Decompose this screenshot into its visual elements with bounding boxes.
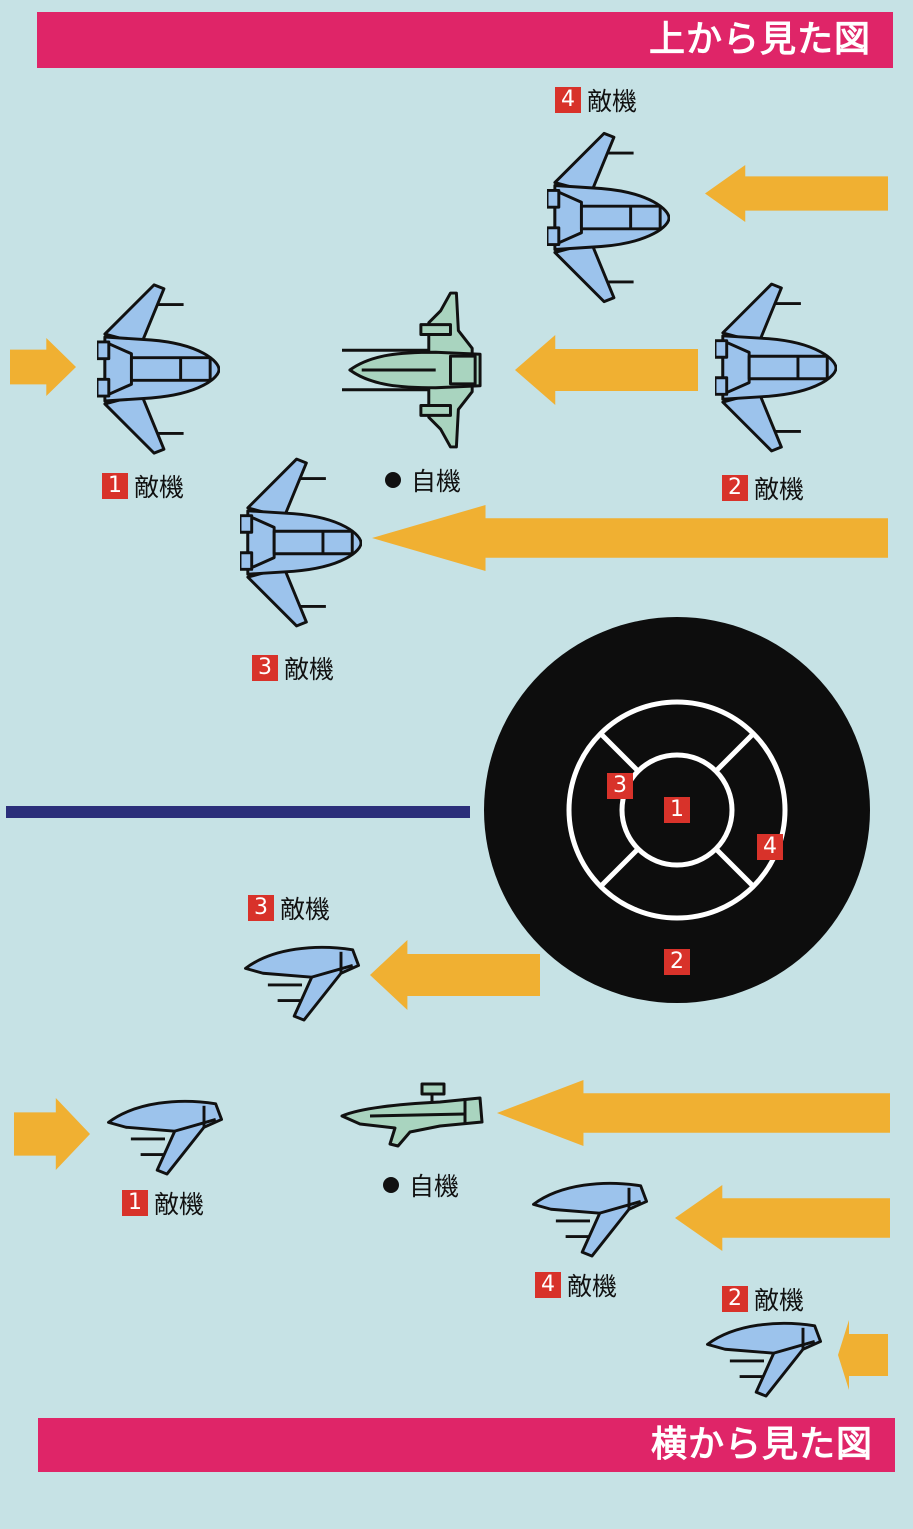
enemy-1-side-ship <box>106 1099 224 1176</box>
arrow-right-icon <box>14 1098 90 1170</box>
label-text: 敵機 <box>154 1190 205 1219</box>
enemy-3-label: 3 敵機 <box>252 650 334 686</box>
side-view-banner: 横から見た図 <box>38 1418 895 1472</box>
bullet-icon <box>383 1177 399 1193</box>
enemy-3-side-ship <box>243 945 361 1022</box>
number-badge: 2 <box>722 1286 748 1312</box>
enemy-4-side-ship <box>531 1181 649 1258</box>
enemy-2-label: 2 敵機 <box>722 470 804 506</box>
radar-position-4: 4 <box>757 834 783 860</box>
number-badge: 1 <box>102 473 128 499</box>
divider-line <box>6 806 470 818</box>
number-badge: 4 <box>555 87 581 113</box>
arrow-right-icon <box>10 338 76 396</box>
arrow-left-icon <box>515 335 698 405</box>
label-text: 自機 <box>409 1172 460 1201</box>
arrow-left-icon <box>838 1320 888 1390</box>
top-view-title: 上から見た図 <box>648 19 871 60</box>
label-text: 敵機 <box>280 895 331 924</box>
enemy-3-top-ship <box>240 457 362 628</box>
enemy-3-side-label: 3 敵機 <box>248 890 330 926</box>
player-label: 自機 <box>385 462 461 498</box>
number-badge: 1 <box>122 1190 148 1216</box>
enemy-1-side-label: 1 敵機 <box>122 1185 204 1221</box>
enemy-2-side-ship <box>705 1321 823 1398</box>
radar-position-1: 1 <box>664 797 690 823</box>
arrow-left-icon <box>705 165 888 222</box>
bullet-icon <box>385 472 401 488</box>
number-badge: 4 <box>535 1272 561 1298</box>
enemy-4-side-label: 4 敵機 <box>535 1267 617 1303</box>
enemy-4-label: 4 敵機 <box>555 82 637 118</box>
enemy-2-side-label: 2 敵機 <box>722 1281 804 1317</box>
enemy-1-top-ship <box>97 283 220 455</box>
label-text: 敵機 <box>567 1272 618 1301</box>
arrow-left-icon <box>675 1185 890 1251</box>
player-side-ship <box>340 1082 484 1148</box>
label-text: 自機 <box>411 467 462 496</box>
radar-position-2: 2 <box>664 949 690 975</box>
top-view-banner: 上から見た図 <box>37 12 893 68</box>
label-text: 敵機 <box>754 1286 805 1315</box>
label-text: 敵機 <box>754 475 805 504</box>
arrow-left-icon <box>370 940 540 1010</box>
enemy-4-top-ship <box>547 131 670 304</box>
radar-position-3: 3 <box>607 773 633 799</box>
arrow-left-icon <box>372 505 888 571</box>
player-side-label: 自機 <box>383 1167 459 1203</box>
label-text: 敵機 <box>134 473 185 502</box>
label-text: 敵機 <box>284 655 335 684</box>
player-top-ship <box>342 291 482 449</box>
enemy-2-top-ship <box>715 282 837 453</box>
number-badge: 3 <box>252 655 278 681</box>
arrow-left-icon <box>497 1080 890 1146</box>
side-view-title: 横から見た図 <box>650 1424 873 1465</box>
label-text: 敵機 <box>587 87 638 116</box>
number-badge: 3 <box>248 895 274 921</box>
number-badge: 2 <box>722 475 748 501</box>
enemy-1-label: 1 敵機 <box>102 468 184 504</box>
